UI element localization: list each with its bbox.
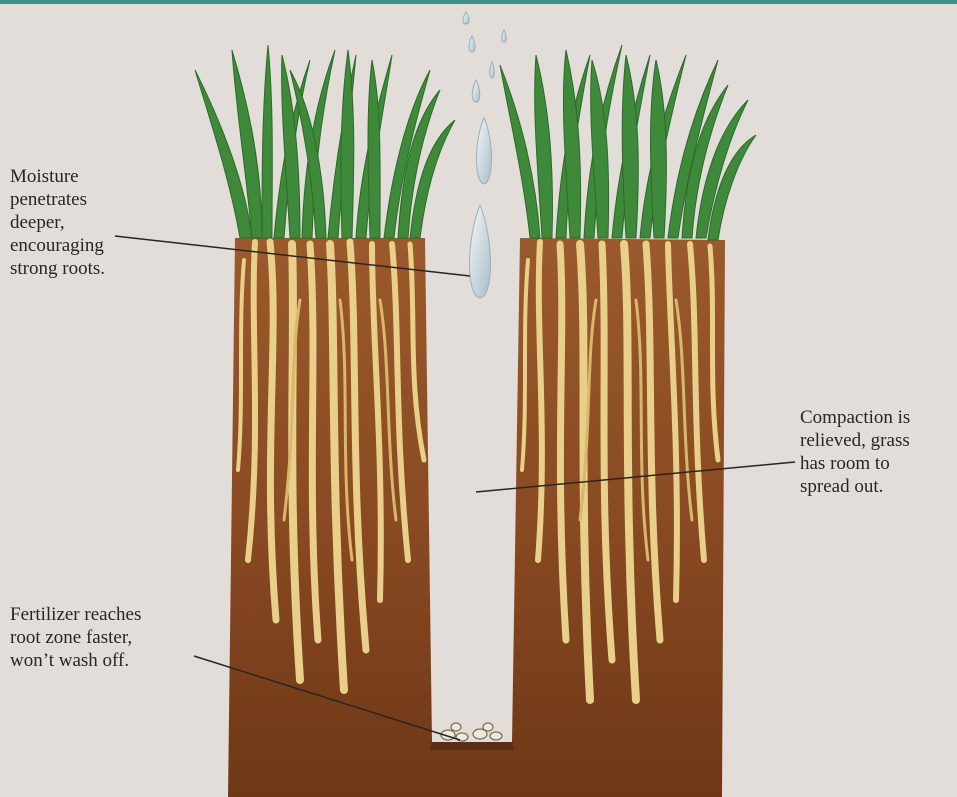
water-drop bbox=[463, 12, 469, 24]
water-drop bbox=[472, 80, 480, 102]
water-drop bbox=[490, 62, 495, 78]
water-drop bbox=[469, 36, 475, 52]
annotation-moisture: Moisture penetrates deeper, encouraging … bbox=[10, 165, 150, 280]
fertilizer-granules bbox=[441, 723, 502, 741]
water-drop bbox=[477, 118, 492, 184]
annotation-compaction: Compaction is relieved, grass has room t… bbox=[800, 406, 956, 498]
water-drops bbox=[463, 12, 506, 298]
soil-hole-floor bbox=[430, 742, 514, 750]
grass-left bbox=[195, 45, 455, 238]
water-drop bbox=[502, 30, 507, 42]
grass-right bbox=[500, 45, 756, 240]
water-drop bbox=[470, 205, 491, 298]
annotation-fertilizer: Fertilizer reaches root zone faster, won… bbox=[10, 603, 210, 672]
